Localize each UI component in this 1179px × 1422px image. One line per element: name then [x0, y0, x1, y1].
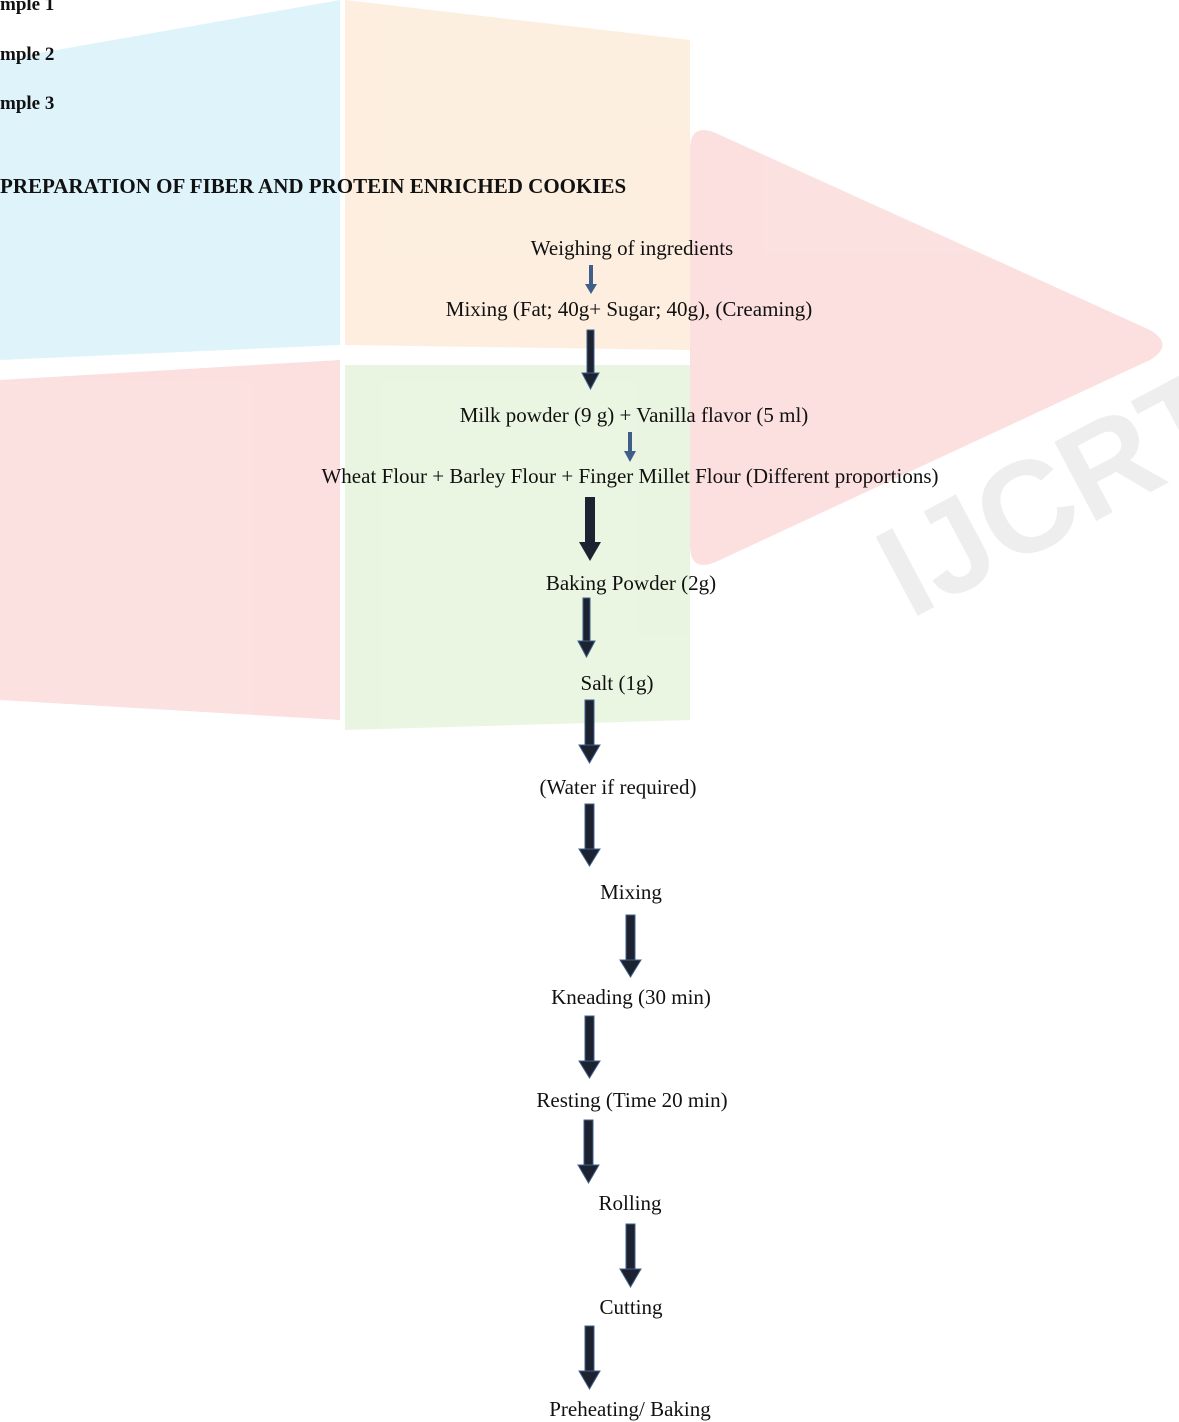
step-flours: Wheat Flour + Barley Flour + Finger Mill… [321, 464, 939, 488]
arrow-2 [581, 329, 600, 391]
arrow-12 [578, 1325, 601, 1390]
step-water: (Water if required) [539, 775, 697, 799]
arrow-5 [577, 597, 596, 659]
arrow-4 [579, 497, 601, 561]
arrow-11 [619, 1223, 642, 1288]
ijcrt-watermark: IJCRT [0, 0, 1179, 730]
arrow-6 [578, 699, 601, 764]
step-milk-vanilla: Milk powder (9 g) + Vanilla flavor (5 ml… [459, 403, 809, 427]
sample-1-label: mple 1 [0, 0, 55, 15]
watermark-play-shape [690, 130, 1163, 565]
watermark-blue-tile [0, 0, 340, 360]
sample-3-label: mple 3 [0, 93, 55, 114]
watermark-orange-tile [345, 0, 690, 350]
step-baking-powder: Baking Powder (2g) [545, 571, 717, 595]
step-kneading: Kneading (30 min) [551, 985, 711, 1009]
step-cutting: Cutting [599, 1295, 663, 1319]
step-resting: Resting (Time 20 min) [536, 1088, 728, 1112]
watermark-red-tile [0, 360, 340, 720]
arrow-8 [619, 914, 642, 978]
watermark-green-tile [345, 365, 690, 730]
arrow-1 [585, 265, 597, 294]
step-preheating-baking: Preheating/ Baking [549, 1397, 711, 1421]
step-weighing: Weighing of ingredients [530, 236, 734, 260]
step-mixing: Mixing [600, 880, 662, 904]
arrow-10 [577, 1119, 600, 1184]
step-rolling: Rolling [598, 1191, 662, 1215]
step-mixing-creaming: Mixing (Fat; 40g+ Sugar; 40g), (Creaming… [445, 297, 813, 321]
arrow-3 [624, 432, 636, 462]
sample-2-label: mple 2 [0, 44, 55, 65]
arrow-9 [578, 1015, 601, 1079]
section-heading: PREPARATION OF FIBER AND PROTEIN ENRICHE… [0, 174, 627, 198]
step-salt: Salt (1g) [580, 671, 654, 695]
arrow-7 [578, 803, 601, 867]
